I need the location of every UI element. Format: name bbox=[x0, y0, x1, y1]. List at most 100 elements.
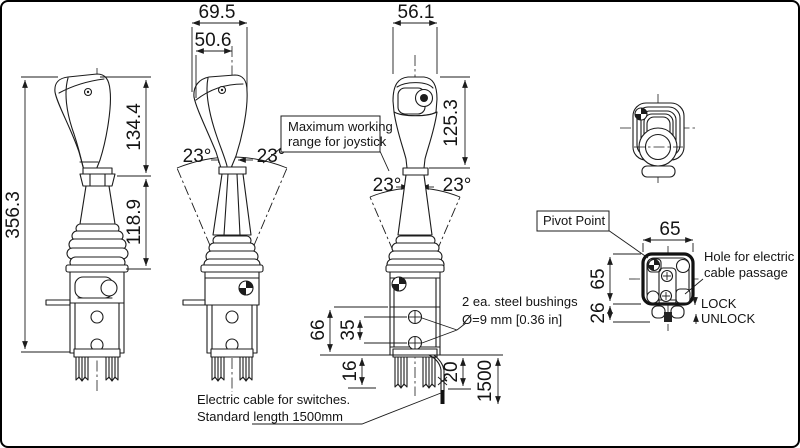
view-top bbox=[620, 94, 696, 184]
lock-clip bbox=[664, 312, 672, 322]
connector-prongs bbox=[75, 356, 119, 382]
handle-seam bbox=[195, 83, 244, 101]
svg-text:65: 65 bbox=[588, 268, 609, 289]
steel-bushing bbox=[407, 335, 423, 351]
view-front: 69.5 50.6 23° 23° bbox=[176, 2, 288, 392]
bellows bbox=[66, 223, 129, 269]
svg-text:356.3: 356.3 bbox=[3, 191, 24, 239]
shaft-lines bbox=[223, 173, 241, 236]
handle-seam bbox=[58, 78, 105, 94]
svg-text:Pivot Point: Pivot Point bbox=[543, 213, 606, 228]
lever-plate bbox=[658, 267, 677, 306]
svg-text:35: 35 bbox=[338, 319, 359, 340]
svg-text:125.3: 125.3 bbox=[441, 99, 462, 147]
view-side-right: 56.1 125.3 23° 23° 66 35 16 bbox=[308, 2, 503, 405]
callout-cable-hole: Hole for electric cable passage bbox=[684, 249, 795, 295]
body-hole bbox=[90, 310, 104, 324]
connector-prongs bbox=[211, 356, 253, 382]
callout-box bbox=[280, 115, 381, 153]
svg-text:UNLOCK: UNLOCK bbox=[701, 311, 756, 326]
bellows-lip bbox=[200, 264, 264, 273]
corner-hole bbox=[646, 290, 660, 304]
centroid-icon bbox=[238, 280, 254, 296]
callout-cable: Electric cable for switches. Standard le… bbox=[197, 392, 442, 425]
callout-box bbox=[536, 210, 610, 232]
dim-125-3: 125.3 bbox=[429, 76, 470, 169]
electric-cable bbox=[428, 354, 448, 404]
body-flange bbox=[210, 348, 254, 358]
svg-text:LOCK: LOCK bbox=[701, 296, 737, 311]
svg-text:Maximum working: Maximum working bbox=[288, 119, 393, 134]
collar bbox=[402, 167, 429, 176]
view-bottom: 65 65 26 Pivot Point Hole for electric c… bbox=[536, 210, 795, 331]
centroid-icon bbox=[634, 107, 648, 121]
dim-56-1: 56.1 bbox=[392, 2, 438, 74]
dim-65-width: 65 bbox=[642, 219, 694, 252]
dim-65-height: 65 bbox=[588, 253, 641, 305]
handle-facet bbox=[206, 77, 228, 167]
collar bbox=[218, 166, 247, 175]
angle-label-left: 23° bbox=[183, 146, 212, 167]
bellows-lip bbox=[65, 264, 129, 273]
handle-seam bbox=[396, 82, 434, 89]
bottom-bump bbox=[651, 305, 666, 319]
body-flange bbox=[392, 348, 438, 358]
button-inner bbox=[420, 94, 428, 102]
top-tab bbox=[641, 165, 676, 178]
centroid-icon bbox=[391, 276, 407, 292]
handle-screw-dot bbox=[86, 90, 90, 94]
svg-text:118.9: 118.9 bbox=[124, 199, 145, 245]
shaft bbox=[397, 174, 433, 236]
svg-text:134.4: 134.4 bbox=[124, 103, 145, 151]
handle-facet bbox=[65, 77, 84, 168]
body-flange bbox=[73, 348, 121, 358]
svg-text:2 ea. steel bushings: 2 ea. steel bushings bbox=[462, 294, 578, 309]
handle-neck bbox=[393, 111, 438, 169]
svg-text:cable passage: cable passage bbox=[704, 265, 788, 280]
body-hole bbox=[225, 310, 239, 324]
dim-66: 66 bbox=[308, 306, 388, 353]
lock-unlock-labels: LOCK UNLOCK bbox=[692, 296, 756, 326]
svg-text:Standard length 1500mm: Standard length 1500mm bbox=[197, 409, 343, 424]
dim-35: 35 bbox=[338, 316, 407, 344]
view-side-left: 356.3 134.4 118.9 bbox=[3, 68, 151, 392]
svg-text:20: 20 bbox=[441, 361, 462, 382]
svg-text:16: 16 bbox=[340, 360, 361, 381]
bellows-lip bbox=[385, 264, 445, 273]
angle-label-right: 23° bbox=[443, 175, 472, 196]
handle-outline bbox=[54, 73, 111, 171]
callout-pivot-point: Pivot Point bbox=[536, 210, 649, 259]
steel-bushing bbox=[407, 309, 423, 325]
callout-max-range: Maximum working range for joystick bbox=[262, 115, 393, 172]
svg-text:range for joystick: range for joystick bbox=[288, 134, 387, 149]
shaft bbox=[212, 173, 252, 236]
dim-356-3: 356.3 bbox=[3, 76, 151, 353]
side-tab bbox=[182, 299, 206, 306]
nut bbox=[79, 173, 116, 187]
dim-16: 16 bbox=[340, 357, 376, 389]
side-tab bbox=[45, 299, 71, 306]
bottom-bump bbox=[670, 305, 685, 319]
collar bbox=[82, 167, 113, 175]
angle-label-left: 23° bbox=[373, 175, 402, 196]
dim-26: 26 bbox=[588, 302, 650, 324]
centroid-icon bbox=[647, 258, 661, 272]
dim-118-9: 118.9 bbox=[124, 178, 151, 270]
svg-text:Ø=9 mm [0.36 in]: Ø=9 mm [0.36 in] bbox=[462, 312, 562, 327]
shaft bbox=[79, 185, 116, 225]
svg-text:66: 66 bbox=[308, 319, 329, 340]
dim-50-6: 50.6 bbox=[195, 30, 233, 98]
svg-text:56.1: 56.1 bbox=[398, 2, 435, 23]
screw bbox=[660, 269, 674, 283]
svg-text:Electric cable for switches.: Electric cable for switches. bbox=[197, 392, 350, 407]
dim-69-5: 69.5 bbox=[191, 2, 248, 92]
svg-text:65: 65 bbox=[659, 219, 680, 240]
screw bbox=[659, 289, 673, 303]
callout-bushings: 2 ea. steel bushings Ø=9 mm [0.36 in] bbox=[421, 294, 578, 344]
connector-prongs bbox=[394, 356, 436, 389]
handle-screw-dot bbox=[220, 88, 224, 92]
dim-1500: 1500 bbox=[475, 357, 501, 405]
dim-134-4: 134.4 bbox=[117, 79, 151, 177]
